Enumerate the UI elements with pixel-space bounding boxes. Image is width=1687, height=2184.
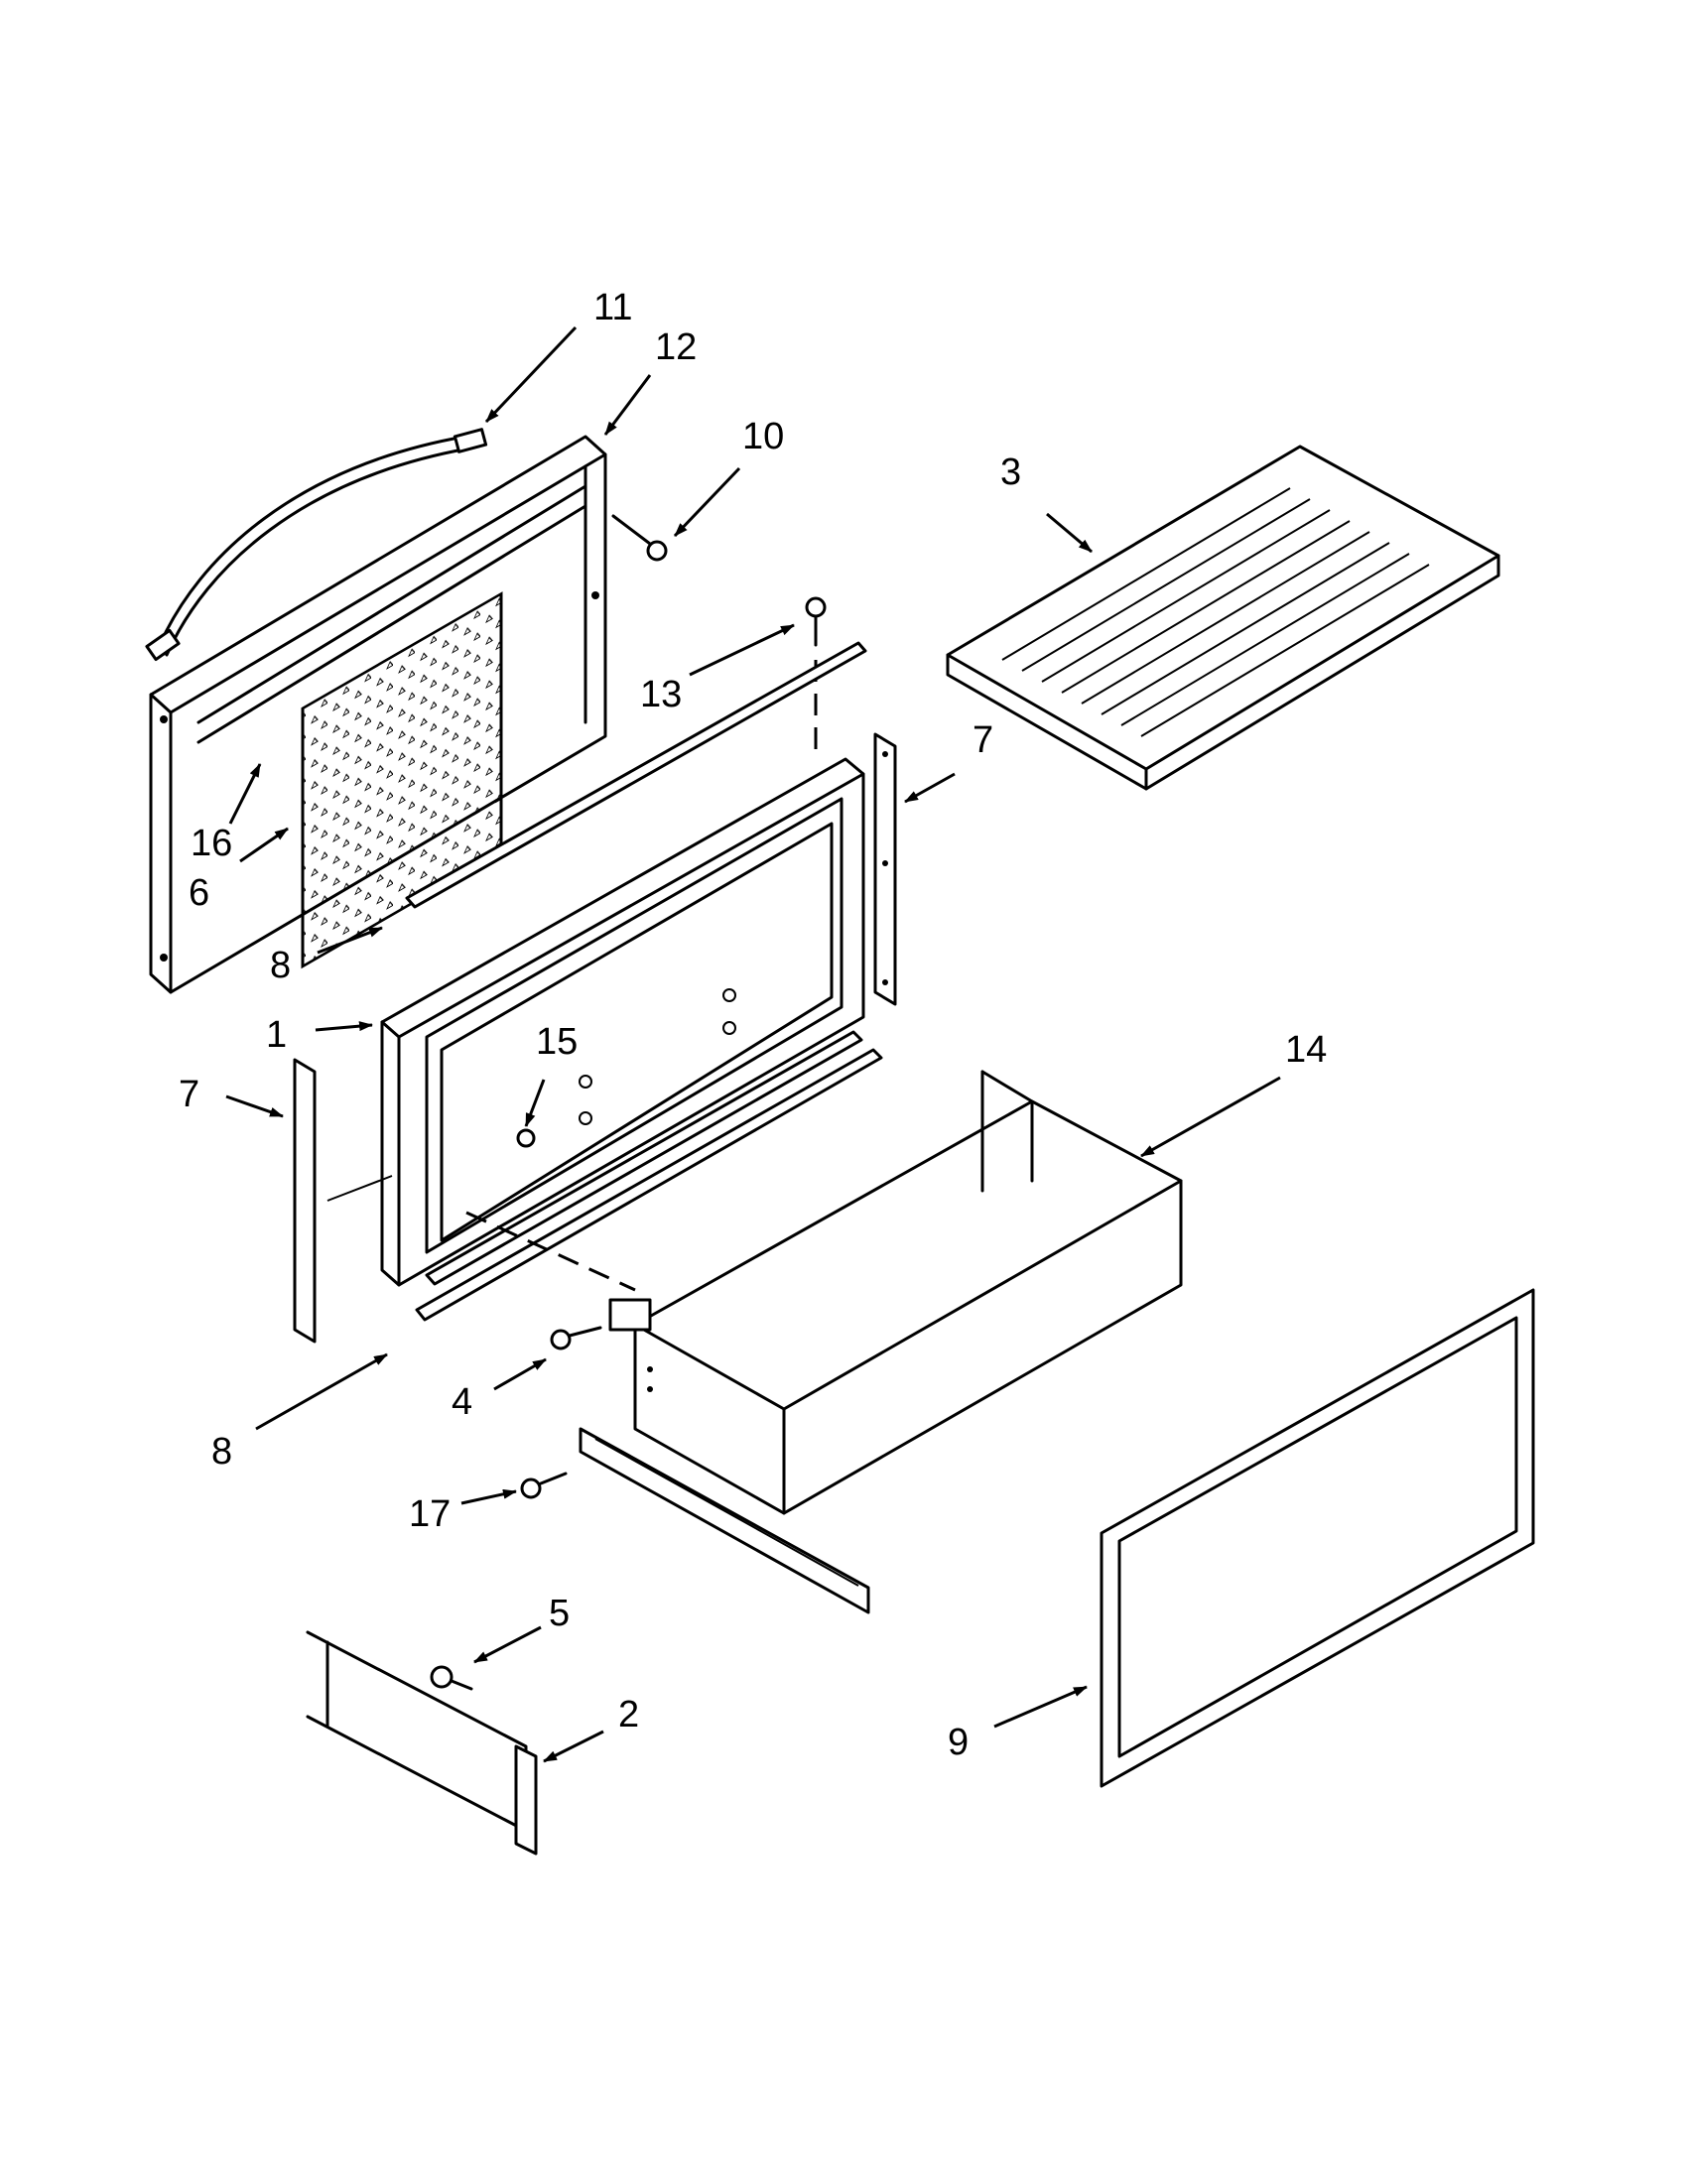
arrow-16 (228, 763, 262, 825)
arrow-12 (603, 374, 652, 436)
callout-15: 15 (536, 1021, 578, 1063)
screw-10 (611, 514, 668, 562)
arrow-1 (315, 1021, 373, 1032)
screw-4 (550, 1326, 602, 1350)
alignment-line (465, 1211, 636, 1292)
callout-2: 2 (618, 1694, 639, 1735)
callout-8a: 8 (270, 945, 291, 986)
grate-shelf (946, 445, 1500, 791)
leader-7b-to-frame (326, 1175, 393, 1202)
callout-5: 5 (549, 1593, 570, 1634)
arrow-4 (493, 1357, 547, 1391)
nut-15 (516, 1128, 536, 1148)
callout-6: 6 (189, 872, 209, 914)
slide-rail (579, 1427, 870, 1614)
outer-door-panel (149, 435, 607, 994)
arrow-14 (1140, 1076, 1281, 1158)
arrow-17 (460, 1488, 517, 1505)
arrow-3 (1046, 512, 1093, 554)
arrow-11 (484, 325, 578, 424)
trim-strip-bottom (415, 1048, 883, 1322)
drawer-bin (608, 1070, 1183, 1515)
callout-13: 13 (640, 674, 682, 715)
screw-17 (520, 1472, 568, 1499)
vertical-strip-left (293, 1058, 317, 1344)
arrow-2 (543, 1730, 604, 1763)
callout-labels: 11 12 10 3 13 7 16 6 8 1 15 14 7 4 8 17 … (179, 287, 1327, 1763)
arrow-5 (473, 1625, 542, 1664)
kick-plate (306, 1630, 538, 1856)
arrow-13 (689, 623, 795, 677)
trim-strip-middle (425, 1030, 863, 1286)
screw-5 (430, 1665, 473, 1691)
door-gasket (1100, 1288, 1535, 1788)
callout-12: 12 (655, 326, 697, 368)
callout-8b: 8 (211, 1431, 232, 1473)
inner-door-frame (380, 757, 865, 1287)
leader-arrows (225, 325, 1281, 1763)
callout-7b: 7 (179, 1074, 199, 1115)
arrow-8b (255, 1352, 388, 1431)
callout-10: 10 (742, 416, 784, 457)
callout-9: 9 (948, 1722, 969, 1763)
vertical-strip-right (873, 732, 897, 1006)
trim-strip-top (405, 641, 867, 909)
callout-3: 3 (1000, 451, 1021, 493)
callout-14: 14 (1285, 1029, 1327, 1071)
arrow-6 (239, 827, 289, 863)
arrow-9 (993, 1685, 1088, 1729)
callout-16: 16 (191, 823, 232, 864)
callout-4: 4 (452, 1381, 472, 1423)
callout-17: 17 (409, 1493, 451, 1535)
callout-1: 1 (266, 1014, 287, 1056)
arrow-15 (524, 1079, 546, 1127)
arrow-10 (673, 466, 741, 538)
arrow-7b (225, 1094, 284, 1118)
arrow-7a (904, 772, 956, 804)
callout-11: 11 (593, 287, 632, 328)
callout-7a: 7 (973, 719, 993, 761)
door-handle (145, 428, 488, 662)
arrow-8a (317, 926, 383, 955)
